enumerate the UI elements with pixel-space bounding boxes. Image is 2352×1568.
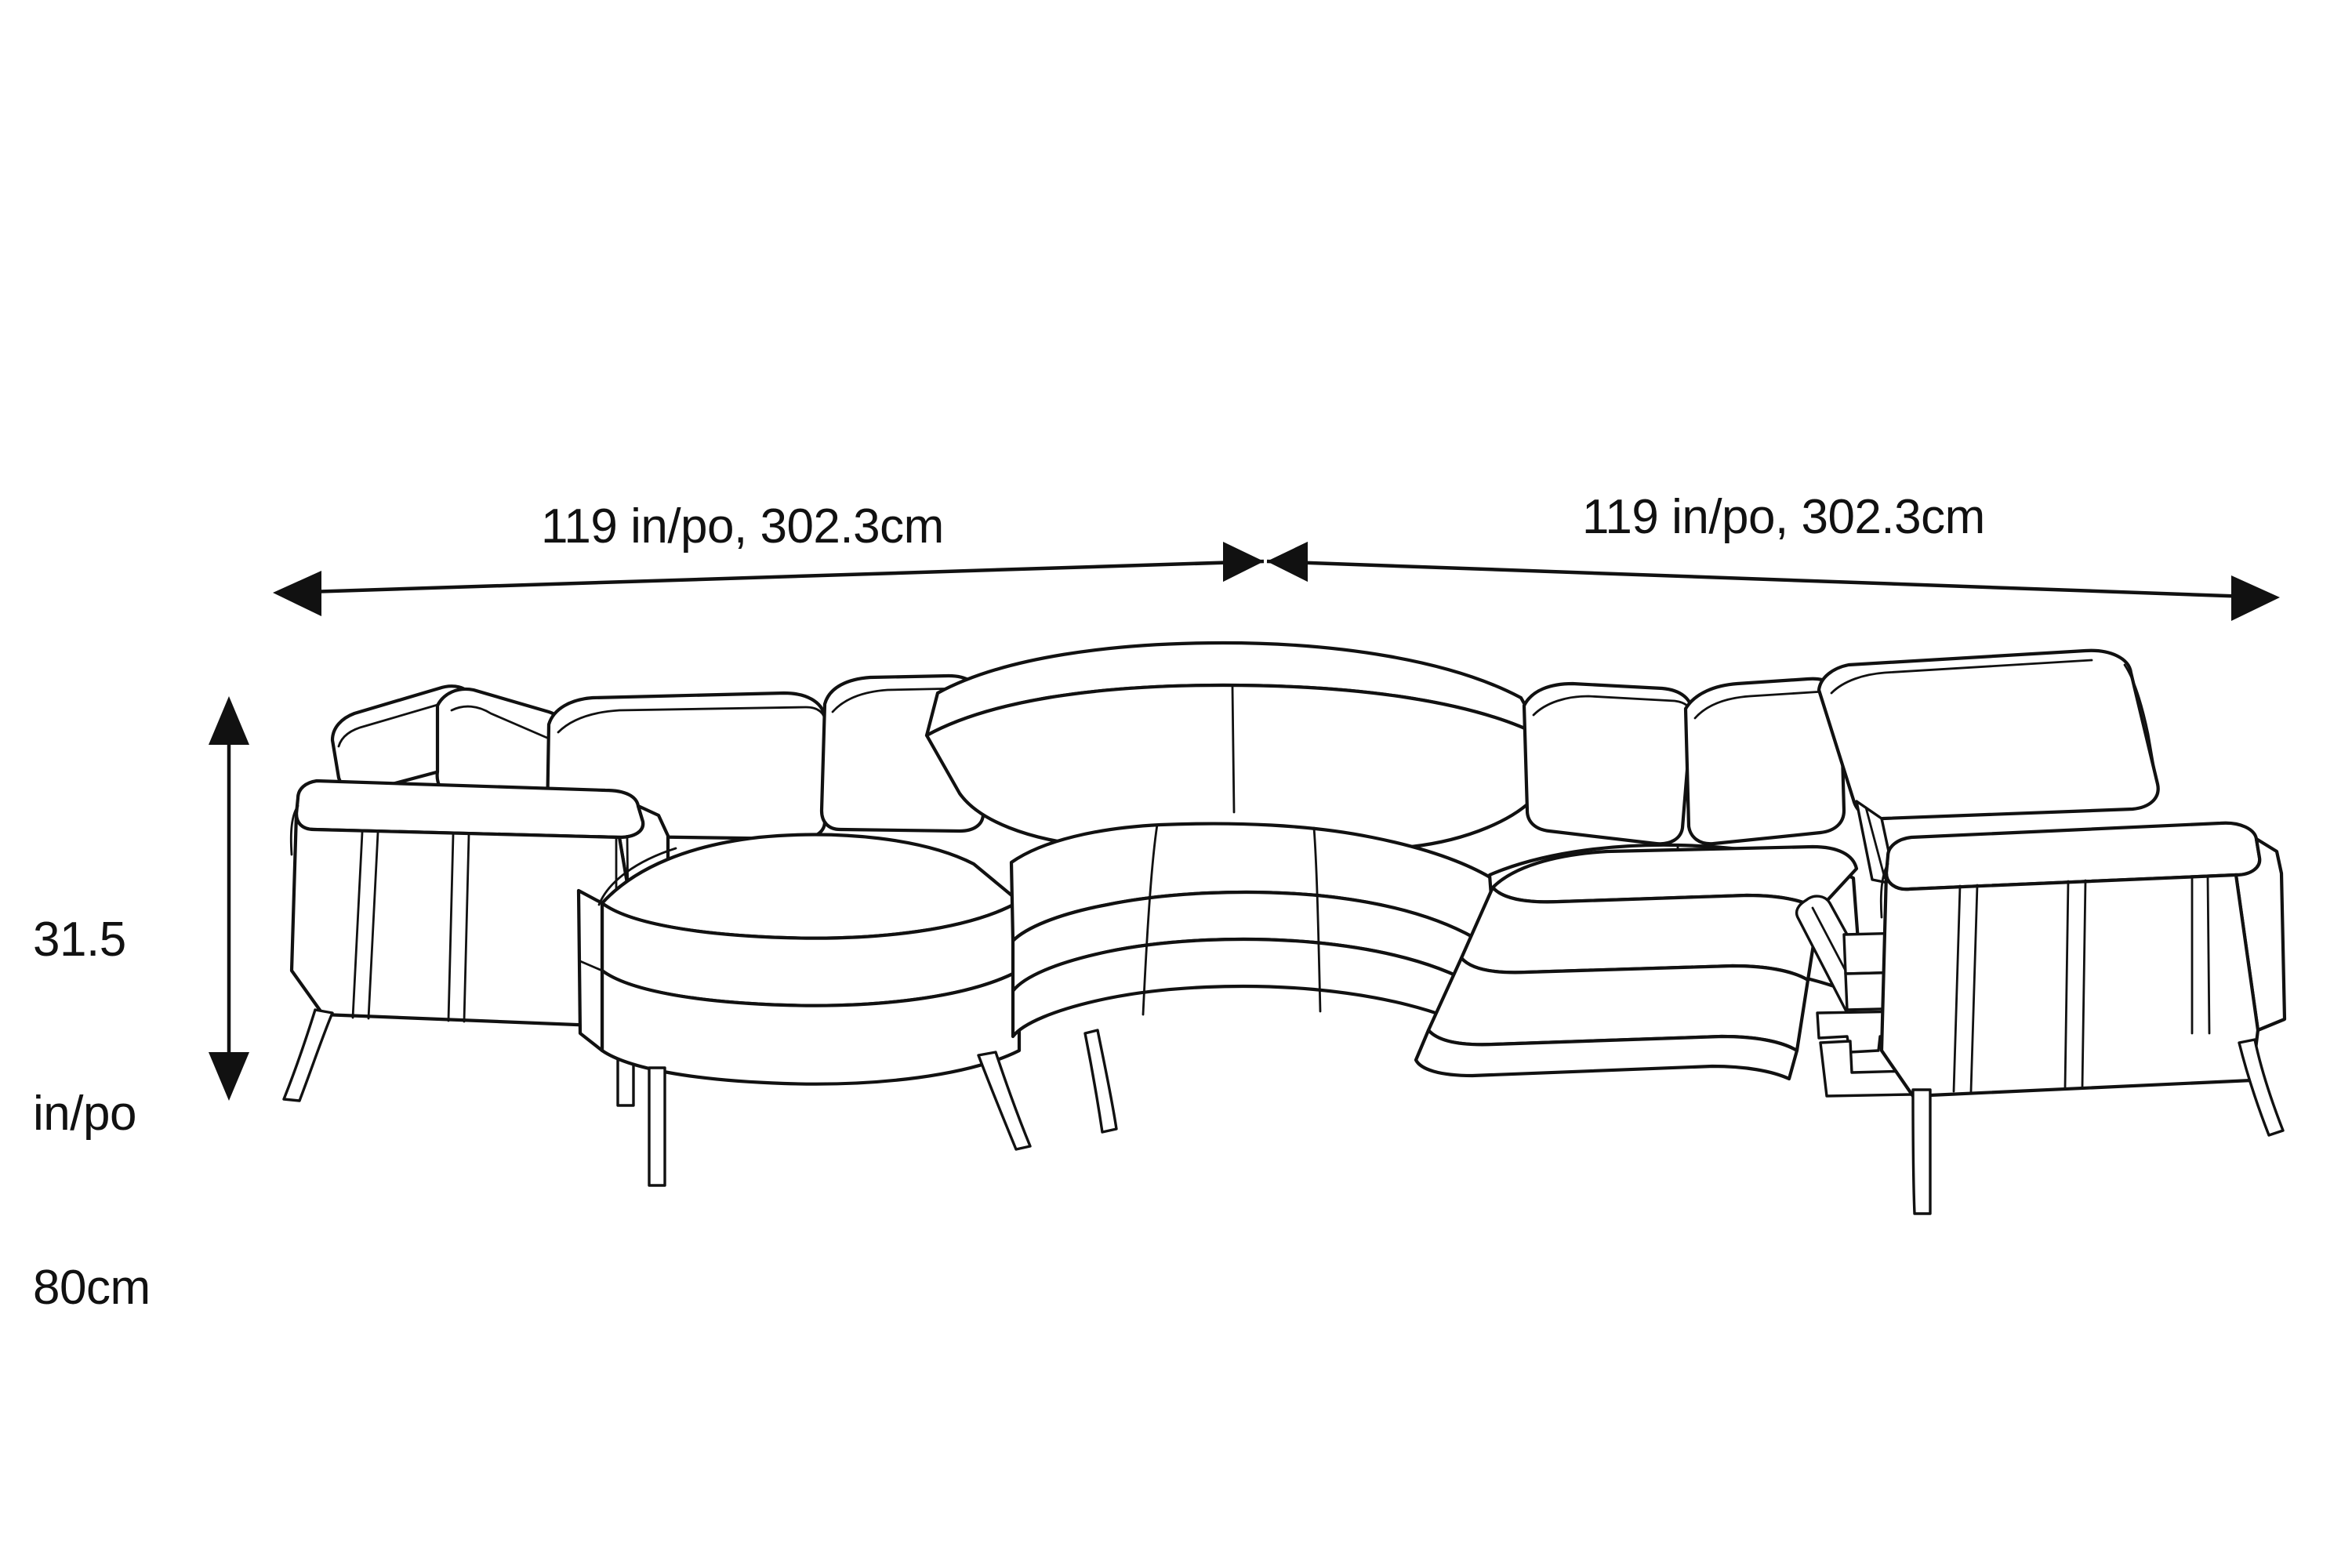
height-dimension-arrow	[209, 696, 249, 1101]
right-armrest-leg-left	[1911, 1088, 1932, 1215]
left-armrest-leg-front	[282, 1008, 334, 1102]
ottoman-leg-front-left	[648, 1066, 666, 1187]
sectional-sofa-illustration	[282, 641, 2287, 1215]
corner-backrest-panel	[924, 683, 1545, 854]
corner-seat-platform	[1009, 822, 1515, 1039]
height-label-line-1: 31.5	[33, 913, 126, 967]
right-armrest	[1879, 821, 2287, 1098]
width-dimension-label-right: 119 in/po, 302.3cm	[1582, 490, 1985, 544]
left-armrest	[289, 779, 670, 1029]
corner-seat-leg	[1083, 1029, 1118, 1134]
back-cushion-5	[1683, 677, 1846, 846]
height-label-line-3: 80cm	[33, 1261, 151, 1315]
right-armrest-leg-right	[2238, 1038, 2285, 1137]
recliner-footrest	[1414, 844, 1859, 1081]
width-dimension-label-left: 119 in/po, 302.3cm	[541, 499, 944, 554]
ottoman-leg-front-right	[977, 1051, 1032, 1151]
right-raised-headrest	[1817, 648, 2160, 821]
ottoman-seat	[576, 833, 1022, 1086]
height-label-line-2: in/po	[33, 1087, 136, 1141]
height-dimension-label: 31.5 in/po 80cm	[33, 795, 151, 1433]
back-cushion-4	[1522, 681, 1694, 846]
width-dimension-arrow-right	[1266, 542, 2280, 621]
